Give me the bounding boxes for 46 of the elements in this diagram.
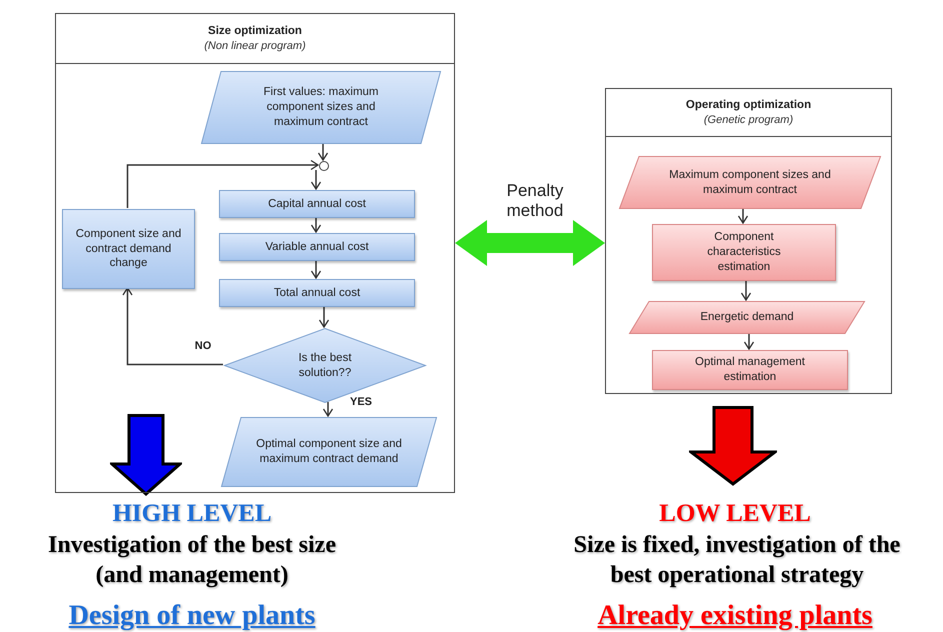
level-heading: LOW LEVEL <box>658 499 812 529</box>
conclusion-text: Design of new plants <box>68 599 316 632</box>
panel-subtitle: (Genetic program) <box>704 114 794 126</box>
arrow <box>126 160 319 208</box>
arrow <box>740 280 752 301</box>
box-label: Is the best solution?? <box>297 350 353 380</box>
double-arrow <box>455 220 605 266</box>
box-label: Maximum component sizes and maximum contract <box>668 168 832 198</box>
box-label: Energetic demand <box>699 310 795 325</box>
process-box <box>219 233 415 261</box>
process-box <box>219 279 415 307</box>
description-text: Size is fixed, investigation of the best operational strategy <box>572 531 902 590</box>
arrow <box>318 306 330 328</box>
arrow <box>122 287 223 366</box>
data-parallelogram <box>629 301 865 334</box>
box-label: Capital annual cost <box>268 196 366 212</box>
process-box <box>652 350 848 390</box>
arrow <box>310 260 322 279</box>
process-box <box>219 190 415 218</box>
level-heading: HIGH LEVEL <box>111 499 273 529</box>
arrow <box>738 208 748 224</box>
box-label: Variable annual cost <box>265 240 369 254</box>
box-label: Component size and contract demand change <box>74 226 182 272</box>
process-box <box>62 209 195 289</box>
arrow <box>318 143 328 161</box>
data-parallelogram <box>201 71 441 144</box>
description-text: Investigation of the best size (and management) <box>47 531 337 590</box>
data-parallelogram <box>619 156 881 209</box>
panel-title: Size optimization <box>208 25 302 37</box>
box-label: Optimal management estimation <box>694 355 806 385</box>
box-label: Optimal component size and maximum contract demand <box>255 437 403 467</box>
arrow <box>310 170 322 190</box>
panel-subtitle: (Non linear program) <box>204 40 306 52</box>
data-parallelogram <box>221 417 437 487</box>
arrow <box>322 402 334 417</box>
arrow <box>744 333 754 350</box>
box-label: First values: maximum component sizes and maximum contract <box>262 85 380 130</box>
conclusion-text: Already existing plants <box>596 599 874 632</box>
panel <box>55 13 455 493</box>
junction-circle <box>319 161 329 171</box>
panel <box>605 88 892 394</box>
box-label: Component characteristics estimation <box>706 230 782 275</box>
process-box <box>652 224 836 281</box>
arrow <box>310 217 322 233</box>
panel-title: Operating optimization <box>686 99 812 111</box>
box-label: Total annual cost <box>274 286 360 300</box>
